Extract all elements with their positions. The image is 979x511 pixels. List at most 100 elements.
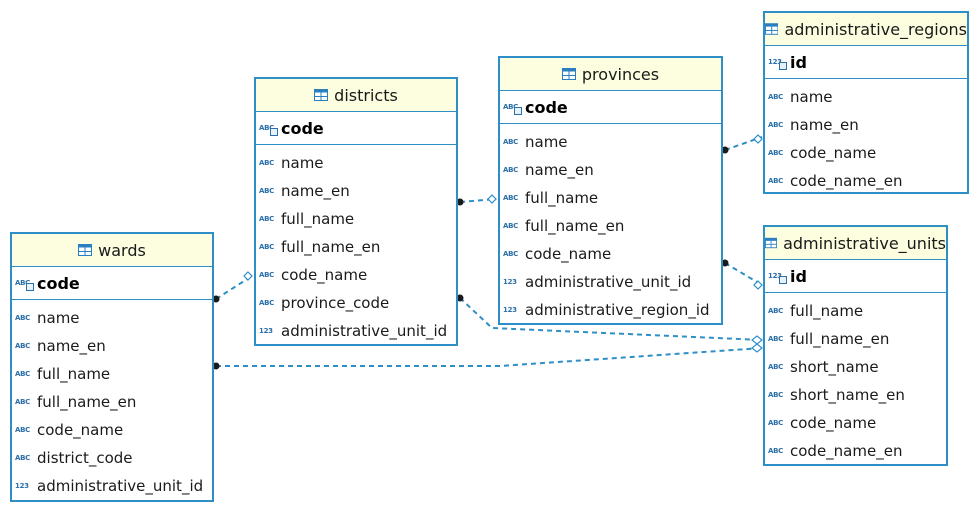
column-name: full_name (37, 365, 111, 383)
string-type-icon: ABC (503, 250, 518, 258)
column-name: code (281, 118, 324, 138)
string-type-icon: ABC (768, 363, 783, 371)
column-row[interactable]: 123 administrative_unit_id (500, 268, 721, 296)
column-name: code_name (281, 266, 368, 284)
relation-provinces-units[interactable] (724, 262, 763, 286)
column-name: name_en (281, 182, 350, 200)
column-name: administrative_region_id (525, 301, 710, 319)
string-type-icon: ABC (259, 299, 274, 307)
entity-header[interactable]: wards (12, 234, 212, 267)
column-row[interactable]: ABC full_name_en (500, 212, 721, 240)
number-type-icon: 123 (503, 278, 517, 286)
entity-title: districts (334, 85, 398, 105)
column-row[interactable]: ABC short_name (765, 353, 946, 381)
column-name: name (790, 88, 833, 106)
primary-key-row[interactable]: ABC code (12, 267, 212, 300)
number-type-icon: 123 (259, 327, 273, 335)
number-key-icon: 123 (768, 272, 788, 284)
string-type-icon: ABC (15, 426, 30, 434)
column-row[interactable]: ABC name_en (256, 177, 456, 205)
relation-wards-units[interactable] (216, 347, 763, 367)
column-name: administrative_unit_id (281, 322, 448, 340)
column-name: code_name_en (790, 172, 903, 190)
entity-title: administrative_units (783, 233, 946, 253)
relation-wards-districts[interactable] (215, 275, 253, 300)
entity-header[interactable]: administrative_regions (765, 13, 967, 46)
column-name: short_name_en (790, 386, 905, 404)
column-row[interactable]: 123 administrative_unit_id (12, 472, 212, 500)
column-name: district_code (37, 449, 133, 467)
string-type-icon: ABC (768, 447, 783, 455)
number-type-icon: 123 (503, 306, 517, 314)
string-type-icon: ABC (503, 194, 518, 202)
number-type-icon: 123 (15, 482, 29, 490)
relation-end-diamond (751, 335, 763, 345)
relation-end-diamond (243, 271, 253, 281)
string-type-icon: ABC (768, 391, 783, 399)
column-name: name (37, 309, 80, 327)
column-name: id (790, 266, 807, 286)
relation-provinces-regions[interactable] (724, 136, 763, 151)
column-name: administrative_unit_id (37, 477, 204, 495)
table-icon (314, 89, 329, 101)
string-type-icon: ABC (768, 419, 783, 427)
relation-districts-provinces[interactable] (459, 198, 497, 203)
string-key-icon: ABC (503, 103, 523, 115)
primary-key-row[interactable]: 123 id (765, 260, 946, 293)
string-type-icon: ABC (503, 138, 518, 146)
entity-title: administrative_regions (784, 19, 967, 39)
string-type-icon: ABC (15, 398, 30, 406)
string-type-icon: ABC (768, 335, 783, 343)
string-key-icon: ABC (15, 279, 35, 291)
column-name: code_name (525, 245, 612, 263)
entity-header[interactable]: districts (256, 79, 456, 112)
column-row[interactable]: 123 administrative_region_id (500, 296, 721, 324)
column-row[interactable]: ABC name (765, 83, 967, 111)
primary-key-row[interactable]: ABC code (256, 112, 456, 145)
column-row[interactable]: ABC code_name (500, 240, 721, 268)
entity-header[interactable]: provinces (500, 58, 721, 91)
primary-key-row[interactable]: 123 id (765, 46, 967, 79)
table-icon (765, 23, 779, 35)
column-name: full_name_en (525, 217, 625, 235)
column-name: short_name (790, 358, 879, 376)
column-name: administrative_unit_id (525, 273, 692, 291)
column-row[interactable]: 123 administrative_unit_id (256, 317, 456, 345)
entity-header[interactable]: administrative_units (765, 227, 946, 260)
primary-key-row[interactable]: ABC code (500, 91, 721, 124)
string-type-icon: ABC (768, 93, 783, 101)
string-type-icon: ABC (503, 166, 518, 174)
column-row[interactable]: ABC short_name_en (765, 381, 946, 409)
entity-administrative-regions[interactable]: administrative_regions 123 id ABC name AB… (763, 11, 969, 194)
string-type-icon: ABC (503, 222, 518, 230)
table-icon (561, 68, 576, 80)
relation-end-diamond (753, 134, 763, 144)
string-type-icon: ABC (259, 187, 274, 195)
string-type-icon: ABC (768, 121, 783, 129)
